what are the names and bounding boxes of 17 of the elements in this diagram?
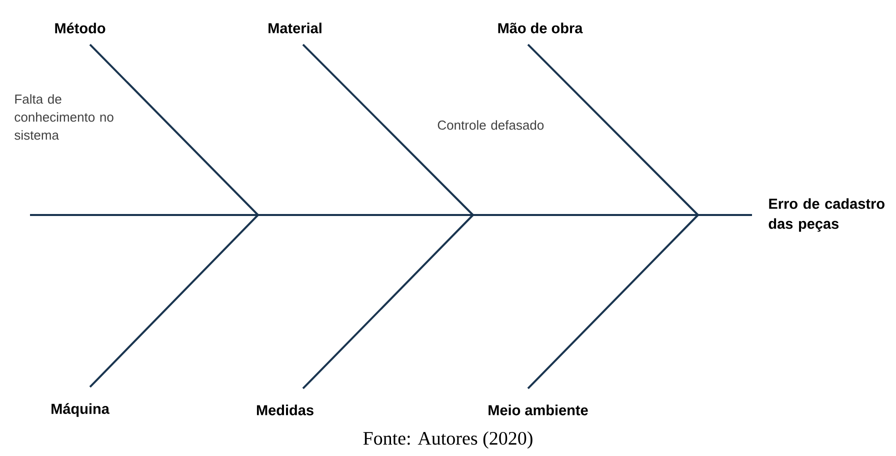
effect-label: Erro de cadastro das peças bbox=[768, 198, 884, 232]
bone-line bbox=[89, 214, 259, 388]
category-label: Medidas bbox=[256, 404, 314, 416]
category-label: Material bbox=[268, 22, 322, 34]
bone-line bbox=[302, 44, 474, 216]
caption: Fonte: Autores (2020) bbox=[363, 431, 532, 449]
category-label: Máquina bbox=[52, 403, 110, 417]
spine-line bbox=[30, 214, 752, 216]
bone-line bbox=[89, 44, 259, 216]
bone-line bbox=[302, 214, 474, 390]
cause-text: Controle defasado bbox=[438, 120, 544, 130]
bone-line bbox=[527, 44, 699, 216]
category-label: Meio ambiente bbox=[488, 404, 588, 416]
cause-text: Falta de conhecimento no sistema bbox=[14, 94, 114, 140]
category-label: Método bbox=[55, 22, 106, 34]
category-label: Mão de obra bbox=[498, 22, 583, 34]
bone-line bbox=[527, 214, 699, 390]
